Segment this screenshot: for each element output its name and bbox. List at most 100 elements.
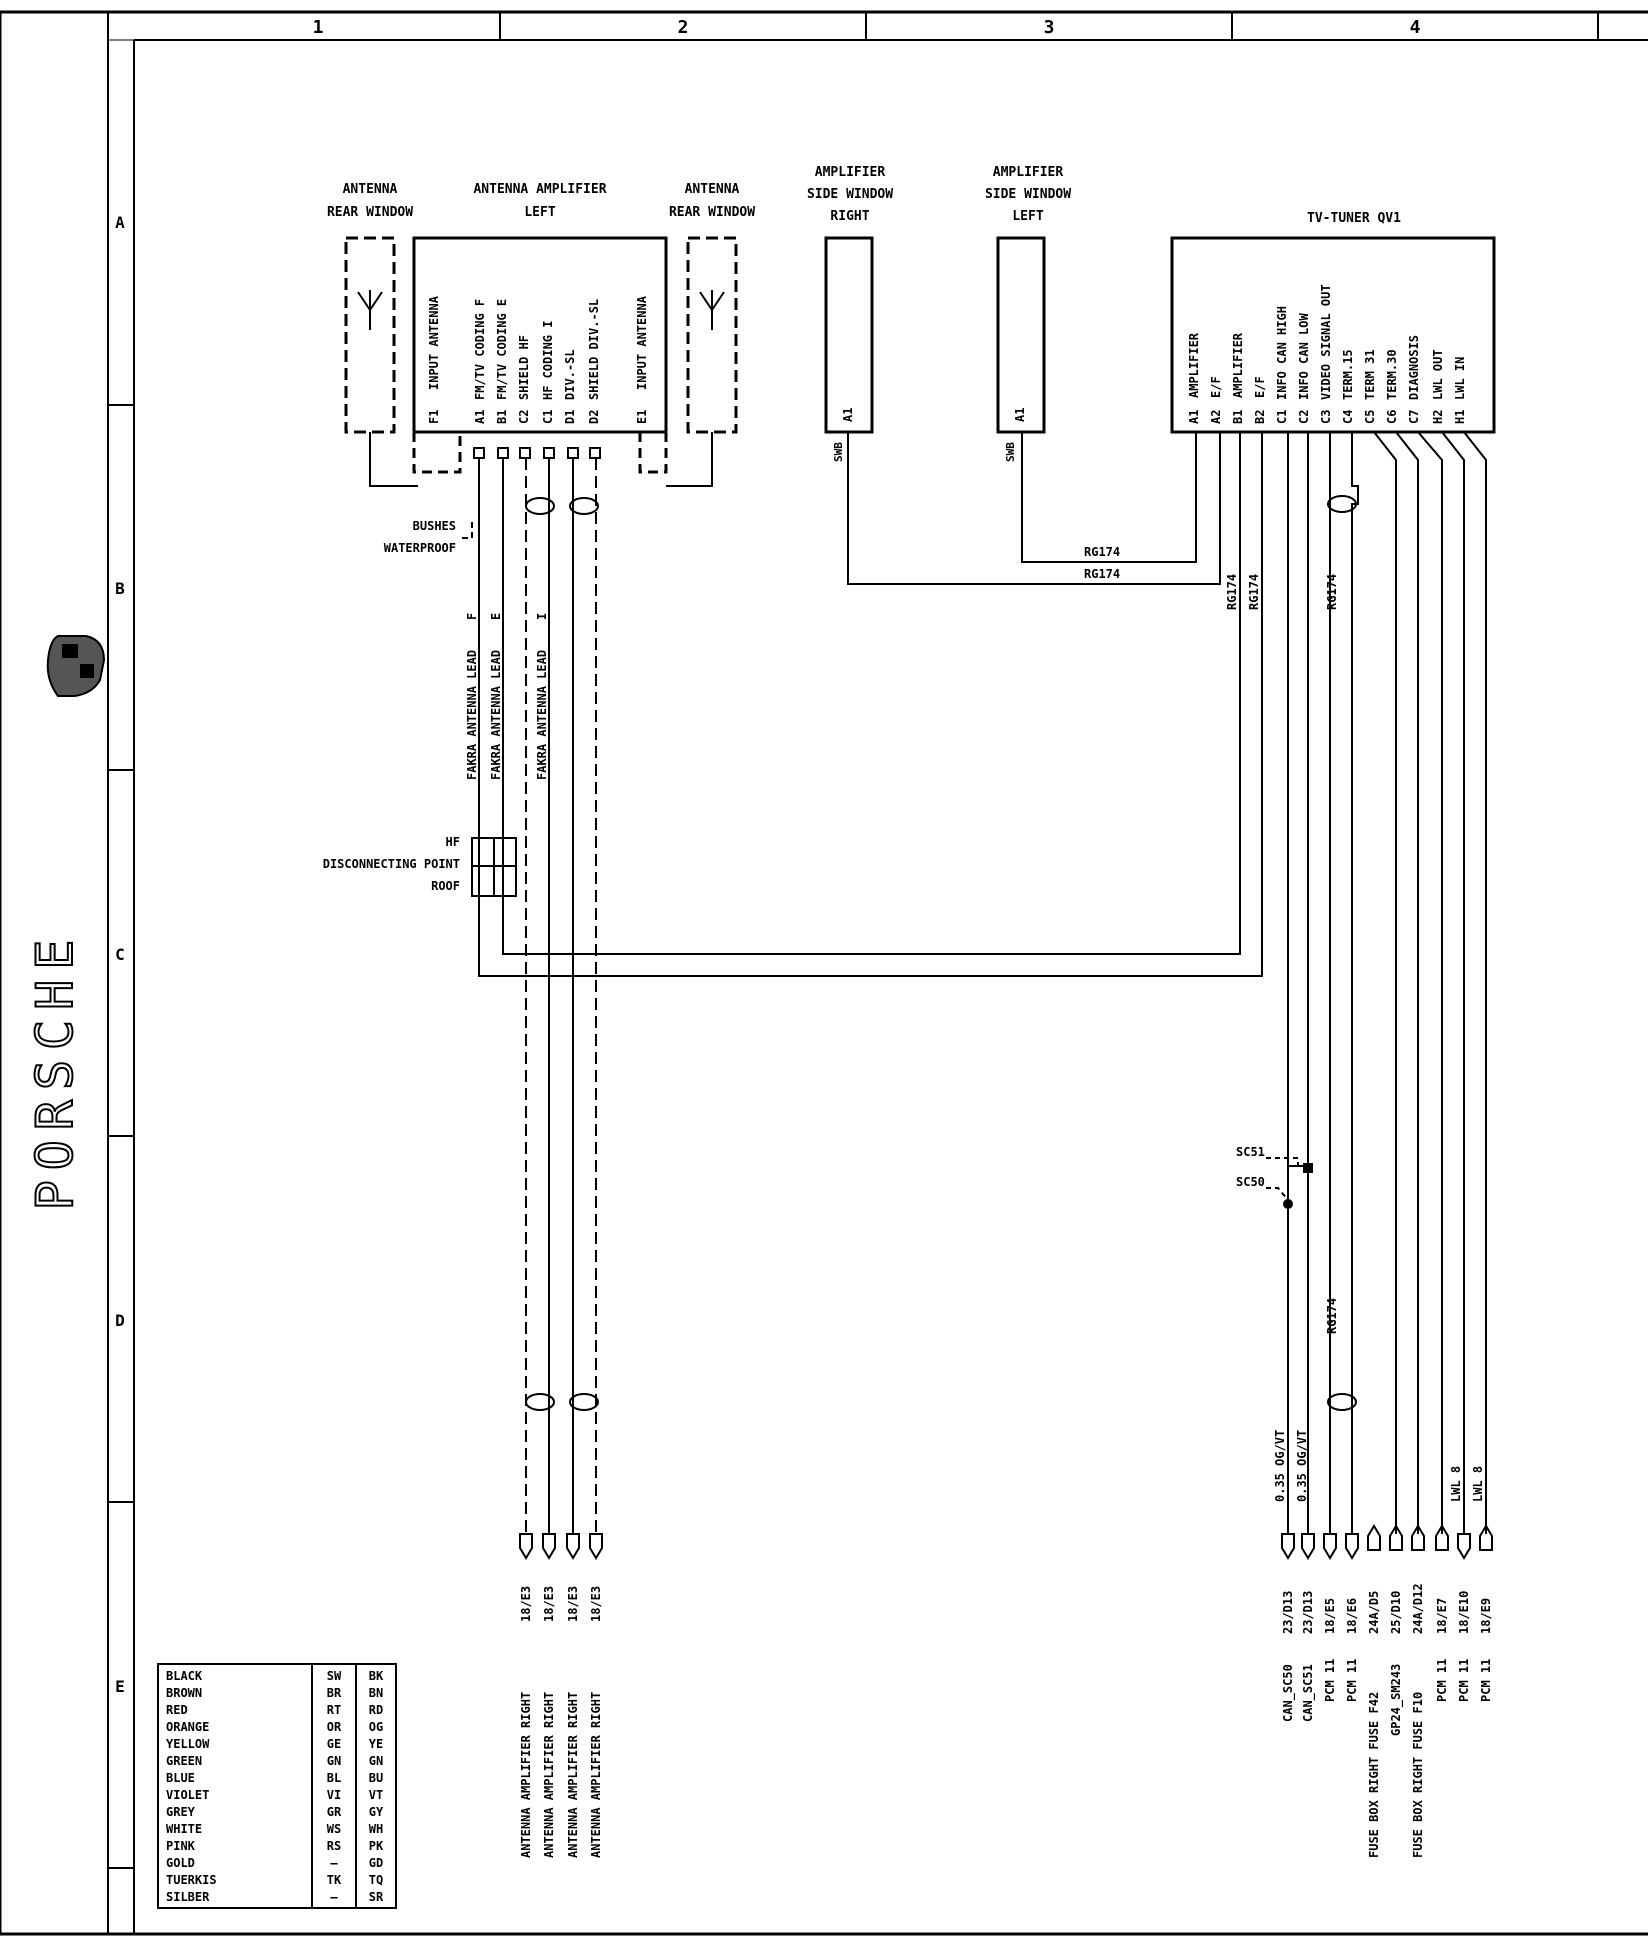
component-title: RIGHT bbox=[830, 209, 869, 224]
component-title: LEFT bbox=[1012, 209, 1043, 224]
pin-label: SHIELD DIV.-SL bbox=[587, 299, 601, 400]
legend-name: YELLOW bbox=[166, 1737, 210, 1751]
pin-id: H2 bbox=[1431, 410, 1445, 424]
pin-label: DIAGNOSIS bbox=[1407, 335, 1421, 400]
legend-en: SR bbox=[369, 1890, 384, 1904]
wire-spec: 0.35 OG/VT bbox=[1273, 1430, 1287, 1502]
legend-de: — bbox=[330, 1890, 338, 1904]
legend-name: PINK bbox=[166, 1839, 196, 1853]
row-label: D bbox=[115, 1311, 125, 1330]
row-label: C bbox=[115, 945, 125, 964]
legend-name: SILBER bbox=[166, 1890, 210, 1904]
wire-spec: 0.35 OG/VT bbox=[1295, 1430, 1309, 1502]
amplifier-pin-labels: F1 INPUT ANTENNA A1 FM/TV CODING F B1 FM… bbox=[427, 295, 649, 424]
sc51-label: SC51 bbox=[1236, 1145, 1265, 1159]
legend-en: YE bbox=[369, 1737, 383, 1751]
legend-en: BU bbox=[369, 1771, 383, 1785]
legend-de: VI bbox=[327, 1788, 341, 1802]
terminal-ref: 18/E5 bbox=[1323, 1598, 1337, 1634]
lead-label: FAKRA ANTENNA LEAD bbox=[489, 650, 503, 780]
row-label: B bbox=[115, 579, 125, 598]
left-terminal-labels: 18/E3 ANTENNA AMPLIFIER RIGHT 18/E3 ANTE… bbox=[519, 1586, 603, 1858]
row-labels: A B C D E bbox=[115, 213, 125, 1696]
tv-tuner-pin-labels: A1 AMPLIFIER A2 E/F B1 AMPLIFIER B2 E/F … bbox=[1187, 284, 1467, 424]
terminal-dest: CAN_SC51 bbox=[1301, 1664, 1316, 1722]
legend-de: RS bbox=[327, 1839, 341, 1853]
pin-id: A1 bbox=[473, 410, 487, 424]
component-title: REAR WINDOW bbox=[669, 205, 755, 220]
legend-en: GY bbox=[369, 1805, 384, 1819]
row-label: A bbox=[115, 213, 125, 232]
brand-wordmark: PORSCHE bbox=[26, 930, 84, 1211]
column-label: 2 bbox=[678, 17, 689, 38]
bushes-label: WATERPROOF bbox=[384, 541, 456, 555]
hf-point-label: ROOF bbox=[431, 879, 460, 893]
pin-id: C5 bbox=[1363, 410, 1377, 424]
antenna-amplifier-left bbox=[412, 236, 668, 474]
lead-code: F bbox=[465, 613, 479, 620]
antenna-rear-window-right bbox=[666, 236, 738, 487]
legend-de: GN bbox=[327, 1754, 341, 1768]
pin-label: AMPLIFIER bbox=[1231, 332, 1245, 398]
pin-label: FM/TV CODING E bbox=[495, 299, 509, 400]
amplifier-side-window-left bbox=[996, 236, 1197, 563]
pin-id: E1 bbox=[635, 410, 649, 424]
terminal-ref: 18/E9 bbox=[1479, 1598, 1493, 1634]
rg174-label: RG174 bbox=[1325, 1298, 1339, 1334]
legend-name: GOLD bbox=[166, 1856, 195, 1870]
pin-label: LWL IN bbox=[1453, 357, 1467, 400]
pin-label: TERM.30 bbox=[1385, 349, 1399, 400]
terminal-ref: 18/E10 bbox=[1457, 1591, 1471, 1634]
pin-label: TERM.15 bbox=[1341, 349, 1355, 400]
rg174-label: RG174 bbox=[1084, 567, 1120, 581]
component-title: ANTENNA bbox=[343, 182, 398, 197]
legend-de: OR bbox=[327, 1720, 342, 1734]
antenna-rear-window-left bbox=[344, 236, 418, 487]
pin-label: INPUT ANTENNA bbox=[427, 295, 441, 390]
legend-en: GN bbox=[369, 1754, 383, 1768]
amplifier-side-window-right bbox=[824, 236, 1221, 585]
lead-code: I bbox=[535, 613, 549, 620]
pin-id: A1 bbox=[1013, 408, 1027, 422]
wires bbox=[460, 431, 1487, 1534]
pin-id: C2 bbox=[1297, 410, 1311, 424]
lead-label: FAKRA ANTENNA LEAD bbox=[465, 650, 479, 780]
lead-label: FAKRA ANTENNA LEAD bbox=[535, 650, 549, 780]
legend-en: PK bbox=[369, 1839, 384, 1853]
column-label: 4 bbox=[1410, 17, 1421, 38]
legend-name: BLACK bbox=[166, 1669, 203, 1683]
shield-label: SWB bbox=[1004, 442, 1017, 462]
drawing-frame bbox=[0, 10, 1648, 1936]
right-terminal-labels: 23/D13 CAN_SC50 23/D13 CAN_SC51 18/E5 PC… bbox=[1281, 1583, 1493, 1858]
pin-label: HF CODING I bbox=[541, 321, 555, 400]
terminal-dest: PCM 11 bbox=[1457, 1659, 1471, 1702]
terminal-ref: 18/E3 bbox=[566, 1586, 580, 1622]
left-terminal-arrows bbox=[519, 1533, 603, 1560]
legend-de: RT bbox=[327, 1703, 341, 1717]
rg174-label: RG174 bbox=[1247, 574, 1261, 610]
terminal-dest: ANTENNA AMPLIFIER RIGHT bbox=[519, 1692, 533, 1858]
legend-en: VT bbox=[369, 1788, 383, 1802]
pin-label: FM/TV CODING F bbox=[473, 299, 487, 400]
pin-id: C4 bbox=[1341, 410, 1355, 424]
rg174-label: RG174 bbox=[1325, 574, 1339, 610]
component-title: LEFT bbox=[524, 205, 555, 220]
terminal-dest: PCM 11 bbox=[1479, 1659, 1493, 1702]
component-title: SIDE WINDOW bbox=[807, 187, 893, 202]
terminal-dest: ANTENNA AMPLIFIER RIGHT bbox=[589, 1692, 603, 1858]
terminal-ref: 18/E3 bbox=[519, 1586, 533, 1622]
legend-name: GREEN bbox=[166, 1754, 202, 1768]
component-title: SIDE WINDOW bbox=[985, 187, 1071, 202]
rg174-label: RG174 bbox=[1225, 574, 1239, 610]
tv-tuner-qv1 bbox=[1170, 236, 1496, 434]
pin-label: TERM 31 bbox=[1363, 349, 1377, 400]
legend-name: RED bbox=[166, 1703, 188, 1717]
pin-id: C3 bbox=[1319, 410, 1333, 424]
legend-name: VIOLET bbox=[166, 1788, 209, 1802]
pin-id: C1 bbox=[541, 410, 555, 424]
component-title: AMPLIFIER bbox=[993, 165, 1064, 180]
pin-id: C2 bbox=[517, 410, 531, 424]
legend-de: — bbox=[330, 1856, 338, 1870]
